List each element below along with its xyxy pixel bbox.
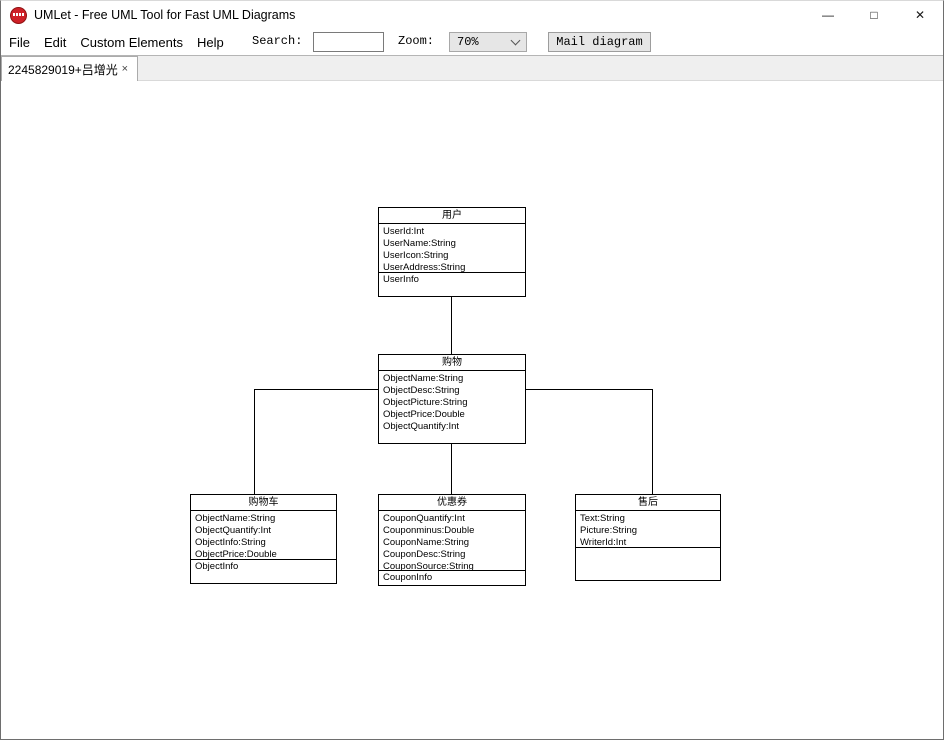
zoom-label: Zoom: xyxy=(398,34,435,48)
attribute-line: ObjectQuantify:Int xyxy=(195,524,272,536)
method-line: ObjectInfo xyxy=(195,561,239,572)
attribute-line: CouponSource:String xyxy=(383,560,474,571)
attribute-line: UserId:Int xyxy=(383,226,425,237)
tab-label: 2245829019+吕增光 xyxy=(8,62,118,77)
attribute-line: UserIcon:String xyxy=(383,249,449,261)
mail-diagram-button[interactable]: Mail diagram xyxy=(548,32,651,52)
association-line[interactable] xyxy=(451,444,452,494)
window-controls: — □ ✕ xyxy=(805,1,943,29)
methods-section: UserInfo xyxy=(379,273,525,296)
menu-custom-elements[interactable]: Custom Elements xyxy=(80,34,183,50)
menu-edit[interactable]: Edit xyxy=(43,34,67,50)
attribute-line: ObjectPrice:Double xyxy=(195,548,277,560)
zoom-value: 70% xyxy=(457,35,479,49)
class-title: 售后 xyxy=(576,495,720,511)
attribute-line: UserAddress:String xyxy=(383,261,466,273)
class-title: 优惠券 xyxy=(379,495,525,511)
menubar: File Edit Custom Elements Help Search: Z… xyxy=(1,29,943,56)
zoom-dropdown[interactable]: 70% xyxy=(449,32,527,52)
umlet-app-icon xyxy=(10,6,27,24)
maximize-button-icon[interactable]: □ xyxy=(870,8,878,22)
attribute-line: UserName:String xyxy=(383,237,456,249)
attribute-line: CouponQuantify:Int xyxy=(383,513,465,524)
attribute-line: CouponName:String xyxy=(383,536,470,548)
attribute-line: WriterId:Int xyxy=(580,536,627,548)
method-line: CouponInfo xyxy=(383,572,433,583)
class-title: 购物 xyxy=(379,355,525,371)
titlebar: UMLet - Free UML Tool for Fast UML Diagr… xyxy=(1,1,943,29)
methods-section: CouponInfo xyxy=(379,571,525,585)
association-line[interactable] xyxy=(254,389,378,390)
minimize-button-icon[interactable]: — xyxy=(822,8,834,22)
attribute-line: ObjectName:String xyxy=(383,373,464,384)
search-input[interactable] xyxy=(313,32,384,52)
attribute-line: ObjectInfo:String xyxy=(195,536,266,548)
class-title: 用户 xyxy=(379,208,525,224)
attribute-line: ObjectDesc:String xyxy=(383,384,460,396)
attribute-line: ObjectName:String xyxy=(195,513,276,524)
association-line[interactable] xyxy=(526,389,652,390)
tab-strip: 2245829019+吕增光 × xyxy=(1,56,943,81)
attribute-line: Text:String xyxy=(580,513,625,524)
attribute-line: ObjectPicture:String xyxy=(383,396,468,408)
method-line: UserInfo xyxy=(383,274,419,285)
class-title: 购物车 xyxy=(191,495,336,511)
tab-close-icon[interactable]: × xyxy=(121,62,128,75)
methods-section xyxy=(576,548,720,580)
menu-help[interactable]: Help xyxy=(196,34,224,50)
search-label: Search: xyxy=(252,34,303,48)
attribute-line: ObjectPrice:Double xyxy=(383,408,465,420)
chevron-down-icon xyxy=(510,35,521,46)
attribute-line: ObjectQuantify:Int xyxy=(383,420,460,432)
mail-diagram-label: Mail diagram xyxy=(556,35,643,49)
attribute-line: CouponDesc:String xyxy=(383,548,466,560)
association-line[interactable] xyxy=(451,297,452,354)
menu-items: File Edit Custom Elements Help xyxy=(1,33,235,52)
menu-file[interactable]: File xyxy=(9,34,30,50)
window-title: UMLet - Free UML Tool for Fast UML Diagr… xyxy=(34,8,296,22)
tab-diagram[interactable]: 2245829019+吕增光 × xyxy=(1,56,138,81)
association-line[interactable] xyxy=(254,389,255,494)
attribute-line: Couponminus:Double xyxy=(383,524,475,536)
methods-section: ObjectInfo xyxy=(191,560,336,583)
attribute-line: Picture:String xyxy=(580,524,638,536)
close-button-icon[interactable]: ✕ xyxy=(914,8,926,22)
association-line[interactable] xyxy=(652,389,653,494)
